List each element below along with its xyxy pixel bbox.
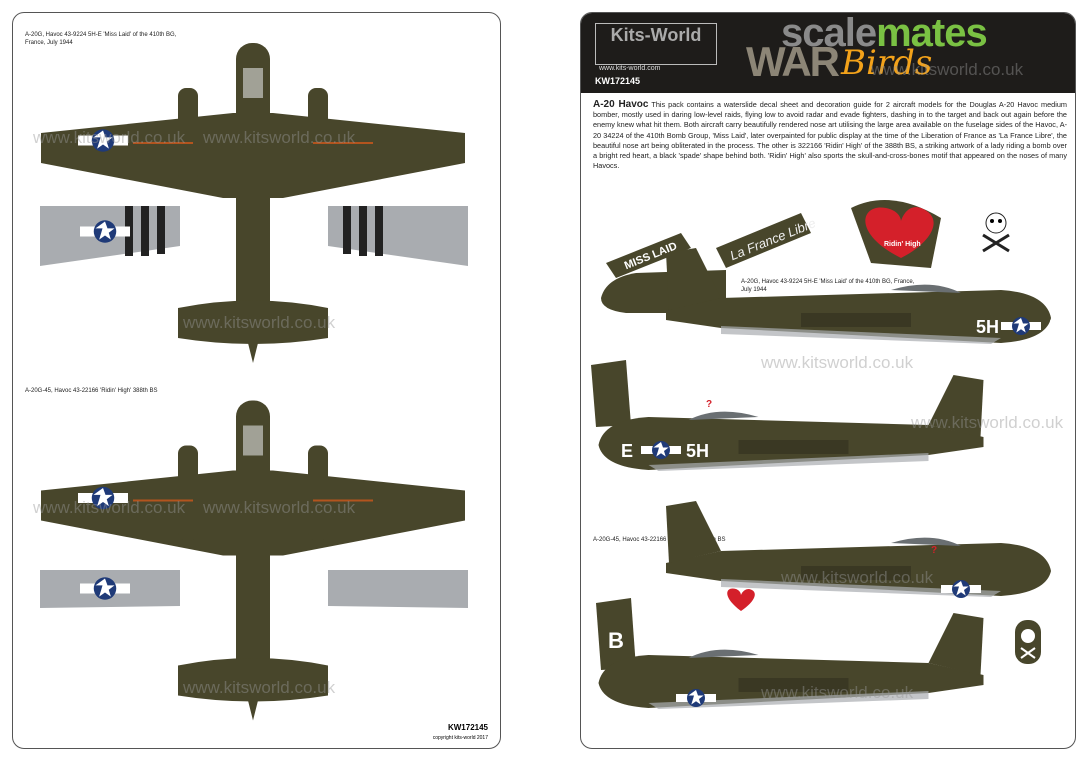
skull-crossbones-decal <box>1015 620 1041 664</box>
description-title: A-20 Havoc <box>593 99 649 110</box>
aircraft-top-view-ridin-high <box>33 388 473 733</box>
code-5h: 5H <box>976 317 999 337</box>
code-5h: 5H <box>686 441 709 461</box>
code-b: B <box>608 628 624 653</box>
wing-underside-left <box>40 206 180 266</box>
aircraft-side-ridin-high-right: B ? <box>666 501 1051 611</box>
caption-ridin-high: A-20G-45, Havoc 43-22166 'Ridin' High' 3… <box>593 537 726 543</box>
nose-art-decals: MISS LAID La France Libre Ridin' High <box>606 200 1010 278</box>
code-b: B <box>1029 516 1045 541</box>
code-e: E <box>621 441 633 461</box>
marker: ? <box>931 545 937 556</box>
top-view-sheet: A-20G, Havoc 43-9224 5H-E 'Miss Laid' of… <box>12 12 501 749</box>
aircraft-side-ridin-high-left: B ? <box>596 598 984 709</box>
warbirds-logo-script: Birds <box>841 43 933 83</box>
side-view-sheet: Kits-World www.kits-world.com KW172145 W… <box>580 12 1076 749</box>
aircraft-side-miss-laid-right: 5H E <box>666 248 1061 344</box>
caption-miss-laid: A-20G, Havoc 43-9224 5H-E 'Miss Laid' of… <box>25 32 177 46</box>
warbirds-logo: WAR <box>746 38 840 85</box>
caption-ridin-high: A-20G-45, Havoc 43-22166 'Ridin' High' 3… <box>25 388 158 394</box>
product-code: KW172145 <box>595 76 641 86</box>
header-banner: Kits-World www.kits-world.com KW172145 W… <box>581 13 1075 93</box>
product-code: KW172145 <box>447 723 488 732</box>
wing-underside-right <box>328 206 468 266</box>
wing-underside-left-2 <box>40 570 180 608</box>
caption-miss-laid: A-20G, Havoc 43-9224 5H-E 'Miss Laid' of… <box>741 279 915 293</box>
copyright: copyright kits-world 2017 <box>432 735 488 741</box>
description-text: This pack contains a waterslide decal sh… <box>593 100 1067 171</box>
aircraft-side-miss-laid-left: E 5H ? <box>591 360 984 471</box>
brand-url: www.kits-world.com <box>599 65 661 72</box>
description: A-20 Havoc This pack contains a watersli… <box>593 99 1067 171</box>
nose-art-ridin-high: Ridin' High <box>884 241 921 248</box>
wing-underside-right-2 <box>328 570 468 608</box>
code-e: E <box>1049 317 1061 337</box>
kits-world-logo: Kits-World <box>595 23 717 65</box>
scalemates-watermark: scalemates <box>781 12 988 55</box>
marker: ? <box>706 399 712 410</box>
